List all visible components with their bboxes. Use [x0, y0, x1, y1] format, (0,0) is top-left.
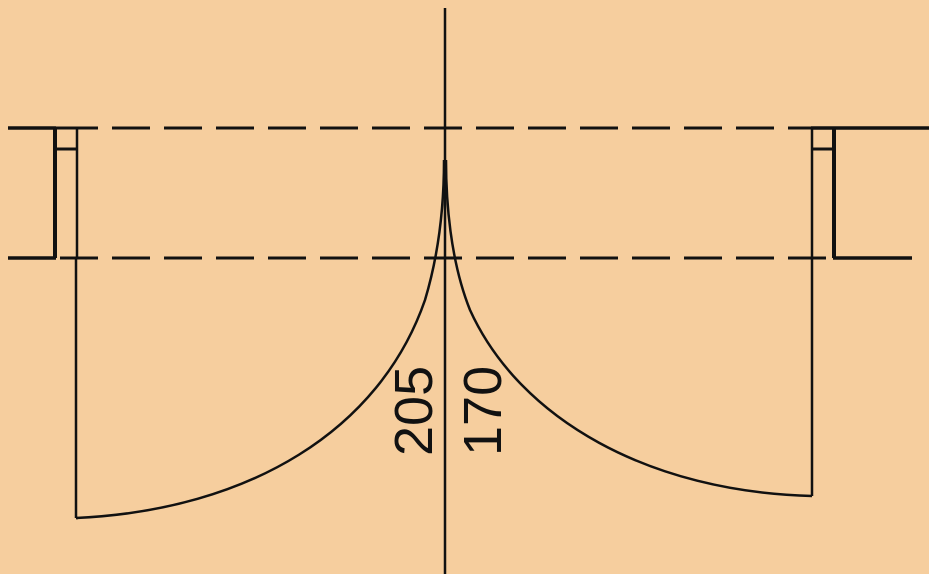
door-frame-left [53, 126, 79, 258]
dimension-label-left: 205 [384, 366, 444, 456]
dimension-label-right: 170 [453, 366, 513, 456]
door-swing-arc-right [444, 159, 813, 498]
door-swing-arc-left [75, 159, 446, 520]
door-frame-right [810, 126, 836, 258]
